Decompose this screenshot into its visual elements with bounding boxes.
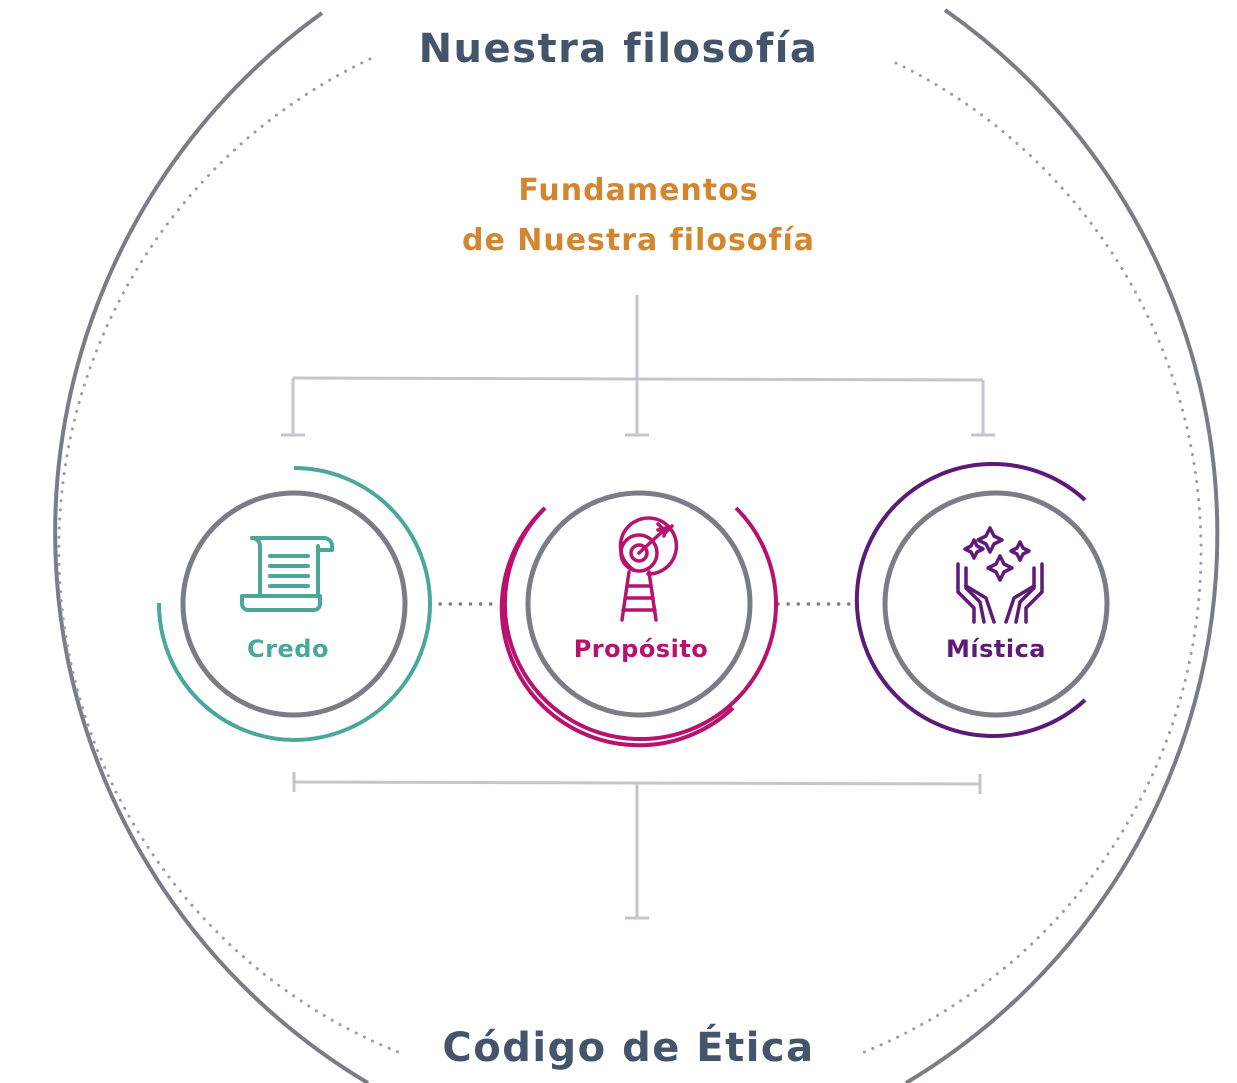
node-credo xyxy=(156,466,433,743)
node-label-proposito: Propósito xyxy=(573,635,709,663)
bottom-connector xyxy=(292,772,982,920)
target-ladder-icon xyxy=(618,516,679,622)
dotted-circle-top-left xyxy=(57,57,400,1054)
outer-circle-arc-left xyxy=(53,11,370,1083)
subtitle-line-2: de Nuestra filosofía xyxy=(461,223,816,258)
hands-sparkles-icon xyxy=(956,526,1044,624)
top-connector xyxy=(281,295,995,437)
scroll-icon xyxy=(240,536,334,612)
node-label-credo: Credo xyxy=(247,635,329,663)
bottom-title: Código de Ética xyxy=(442,1025,815,1071)
node-proposito xyxy=(499,490,778,748)
node-mistica xyxy=(854,462,1110,738)
subtitle-line-1: Fundamentos xyxy=(518,173,759,208)
node-label-mistica: Mística xyxy=(945,635,1046,663)
diagram-title: Nuestra filosofía xyxy=(418,26,819,72)
outer-circle-arc-right xyxy=(904,8,1220,1083)
diagram-subtitle: Fundamentos de Nuestra filosofía xyxy=(0,166,1237,266)
